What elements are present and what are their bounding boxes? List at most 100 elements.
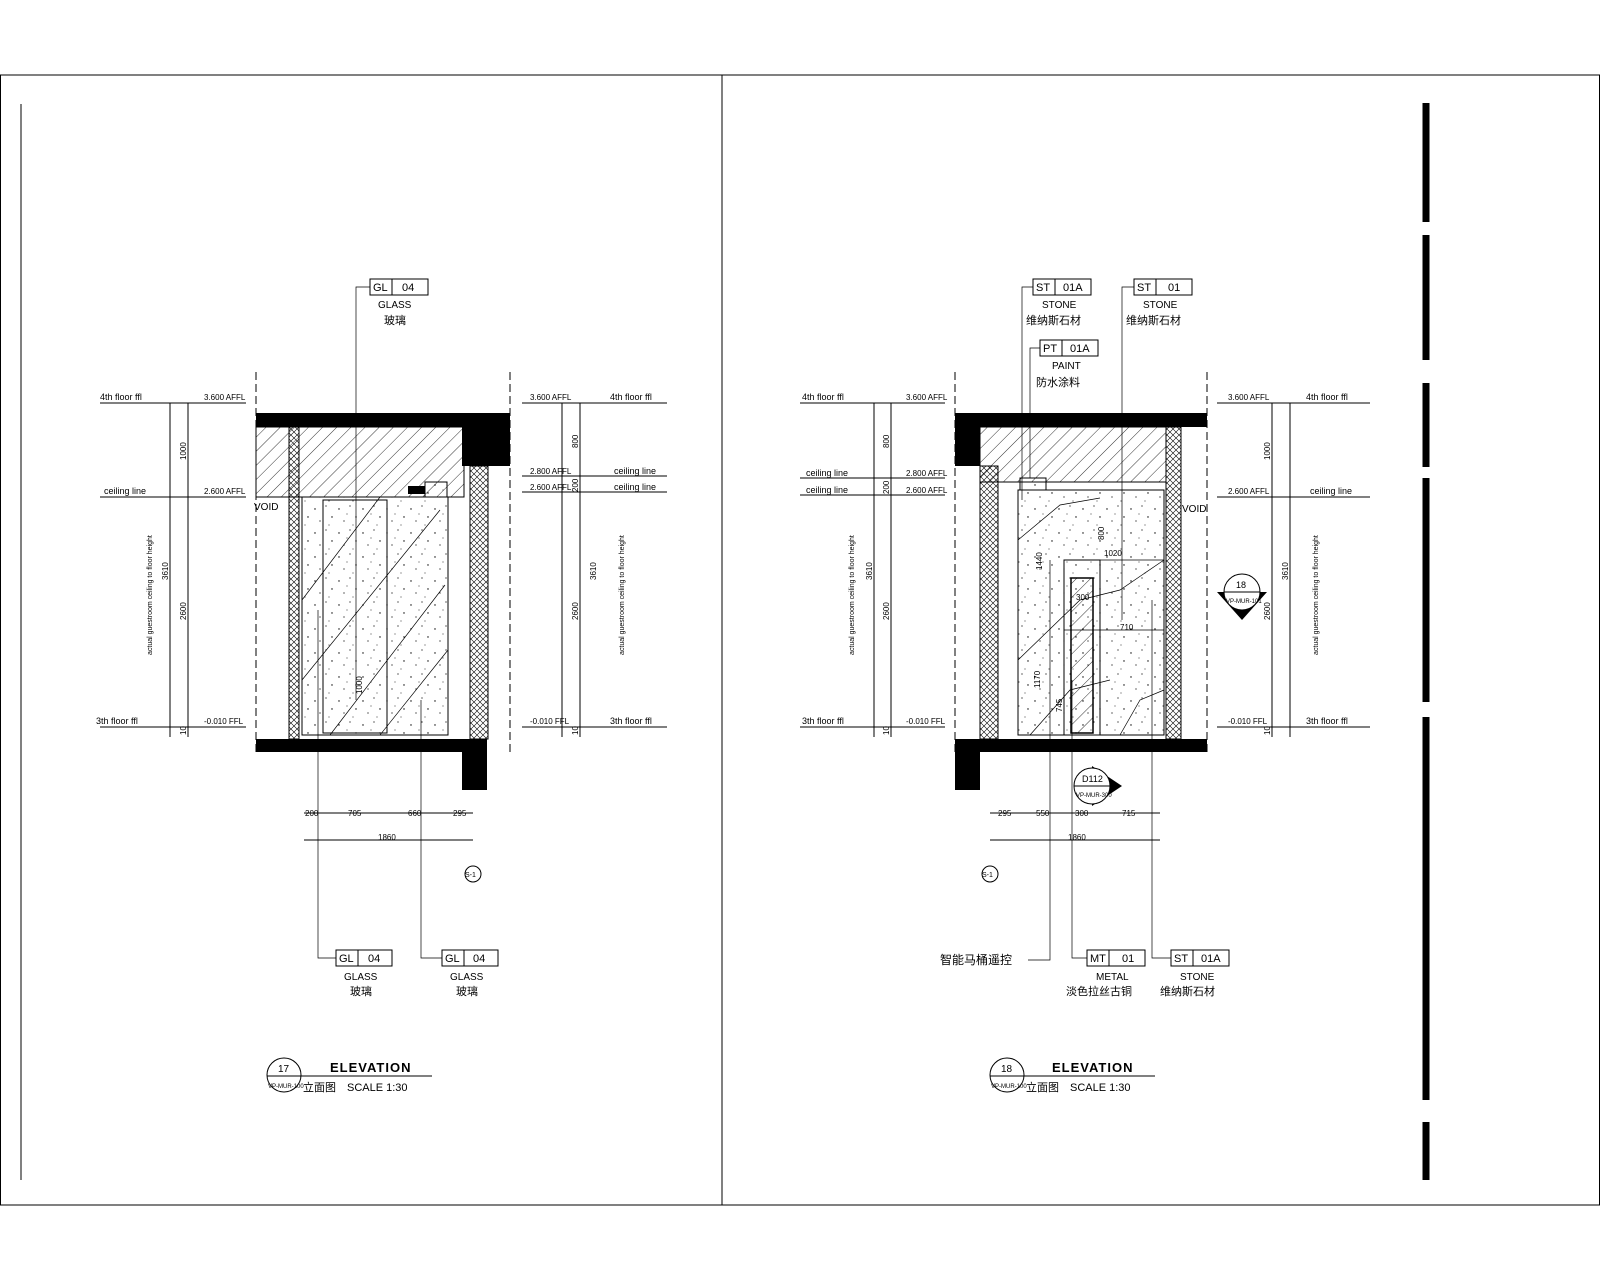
ceiling-hatch-r <box>979 426 1167 483</box>
wall-left <box>288 426 300 740</box>
glass-hatch <box>301 496 449 736</box>
r-title-circle <box>989 1057 1025 1093</box>
cabinet-hatch <box>1070 577 1094 734</box>
light-fixture <box>408 486 425 494</box>
r-inner-710: 710 <box>1120 623 1134 632</box>
drawing-subtitle: 立面图 <box>303 1080 336 1094</box>
right-dim-2600: 2600 <box>571 602 580 620</box>
void-label: VOID <box>254 502 278 513</box>
glass-door <box>322 499 388 734</box>
column-core-r <box>979 465 999 740</box>
r-drawing-title: ELEVATION <box>1052 1060 1133 1075</box>
tag-bl-cn: 玻璃 <box>350 984 372 998</box>
column-top-r <box>955 413 980 466</box>
right-level-3th: -0.010 FFL <box>530 717 570 726</box>
dim-3610: 3610 <box>161 562 170 580</box>
right-side-note: actual guestroom ceiling to floor height <box>619 535 626 655</box>
detail-mark-18-num: 18 <box>1236 580 1246 590</box>
tag-top-box <box>369 278 429 296</box>
bottom-dim-295: 295 <box>453 809 467 818</box>
r-tag-st01-cn: 维纳斯石材 <box>1126 313 1181 327</box>
r-tag-mt01-box <box>1086 949 1146 967</box>
tag-top-cn: 玻璃 <box>384 313 406 327</box>
column-bottom <box>462 739 487 790</box>
r-dim-2600: 2600 <box>882 602 891 620</box>
r-level-name-ceiling-a: ceiling line <box>806 468 848 478</box>
ceiling-light <box>424 481 448 498</box>
r-level-value-3th: -0.010 FFL <box>906 717 946 726</box>
r-tag-st01a-b-box <box>1170 949 1230 967</box>
r-level-value-2600: 2.600 AFFL <box>906 486 948 495</box>
r-callout-leader <box>1028 560 1051 961</box>
r-right-level-4th: 3.600 AFFL <box>1228 393 1270 402</box>
upper-slab <box>256 413 510 427</box>
total-dim: 1860 <box>378 833 396 842</box>
tag-br-leader <box>420 700 442 959</box>
r-right-dim-1000: 1000 <box>1263 442 1272 460</box>
column-core <box>469 465 489 740</box>
section-mark-circle <box>464 865 482 883</box>
lower-slab-r <box>955 739 1207 752</box>
r-tag-pt01a-leader <box>1029 347 1040 478</box>
wall-right-r <box>1165 426 1182 740</box>
r-inner-800: 800 <box>1097 526 1106 540</box>
title-circle <box>266 1057 302 1093</box>
r-tag-st01-leader <box>1121 286 1134 620</box>
r-dim-200: 200 <box>882 480 891 494</box>
r-bottom-dim-550: 550 <box>1036 809 1050 818</box>
r-inner-1440: 1440 <box>1035 552 1044 570</box>
r-drawing-ref: VP-MUR-100 <box>991 1084 1027 1090</box>
r-inner-1020: 1020 <box>1104 549 1122 558</box>
drawing-scale: SCALE 1:30 <box>347 1082 408 1094</box>
drawing-ref: VP-MUR-100 <box>268 1084 304 1090</box>
r-tag-st01-num: 01 <box>1168 282 1180 294</box>
upper-slab-r <box>955 413 1207 427</box>
r-tag-mt01-cn: 淡色拉丝古铜 <box>1066 984 1132 998</box>
r-inner-745: 745 <box>1055 698 1064 712</box>
right-level-name-3th: 3th floor ffl <box>610 716 652 726</box>
tag-br-num: 04 <box>473 953 485 965</box>
dim-10: 10 <box>179 726 188 735</box>
r-tag-st01a-b-code: ST <box>1174 953 1188 965</box>
r-drawing-scale: SCALE 1:30 <box>1070 1082 1131 1094</box>
r-tag-pt01a-box <box>1039 339 1099 357</box>
tag-bl-num: 04 <box>368 953 380 965</box>
r-side-note: actual guestroom ceiling to floor height <box>849 535 856 655</box>
r-tag-mt01-num: 01 <box>1122 953 1134 965</box>
ceiling-detail-r <box>1019 477 1047 491</box>
right-level-4th: 3.600 AFFL <box>530 393 572 402</box>
r-bottom-dim-715: 715 <box>1122 809 1136 818</box>
r-tag-st01a-b-en: STONE <box>1180 972 1215 983</box>
r-tag-st01a-code: ST <box>1036 282 1050 294</box>
side-note: actual guestroom ceiling to floor height <box>147 535 154 655</box>
level-name-ceiling: ceiling line <box>104 486 146 496</box>
r-level-value-4th: 3.600 AFFL <box>906 393 948 402</box>
tag-br-cn: 玻璃 <box>456 984 478 998</box>
r-tag-pt01a-cn: 防水涂料 <box>1036 375 1080 389</box>
r-tag-st01-en: STONE <box>1143 300 1178 311</box>
r-right-level-2600: 2.600 AFFL <box>1228 487 1270 496</box>
tag-br-en: GLASS <box>450 972 484 983</box>
r-section-mark-circle <box>981 865 999 883</box>
r-tag-st01a-b-num: 01A <box>1201 953 1221 965</box>
level-value-3th: -0.010 FFL <box>204 717 244 726</box>
r-tag-st01a-cn: 维纳斯石材 <box>1026 313 1081 327</box>
r-callout-note: 智能马桶遥控 <box>940 952 1012 967</box>
r-void-label: VOID <box>1182 504 1206 515</box>
tag-top-leader <box>355 286 370 700</box>
bottom-dim-660: 660 <box>408 809 422 818</box>
level-name-3th: 3th floor ffl <box>96 716 138 726</box>
r-right-level-3th: -0.010 FFL <box>1228 717 1268 726</box>
right-level-2800: 2.800 AFFL <box>530 467 572 476</box>
r-tag-st01a-num: 01A <box>1063 282 1083 294</box>
r-section-mark: S-1 <box>982 872 993 879</box>
r-tag-st01a-box <box>1032 278 1092 296</box>
r-bottom-dim-295: 295 <box>998 809 1012 818</box>
r-drawing-number: 18 <box>1001 1064 1013 1075</box>
elevation-18: 4th floor ffl 3.600 AFFL ceiling line 2.… <box>800 278 1370 1094</box>
inner-dim-1000: 1000 <box>355 676 364 694</box>
drawing-title: ELEVATION <box>330 1060 411 1075</box>
column-top <box>462 413 510 466</box>
r-right-level-name-4th: 4th floor ffl <box>1306 392 1348 402</box>
